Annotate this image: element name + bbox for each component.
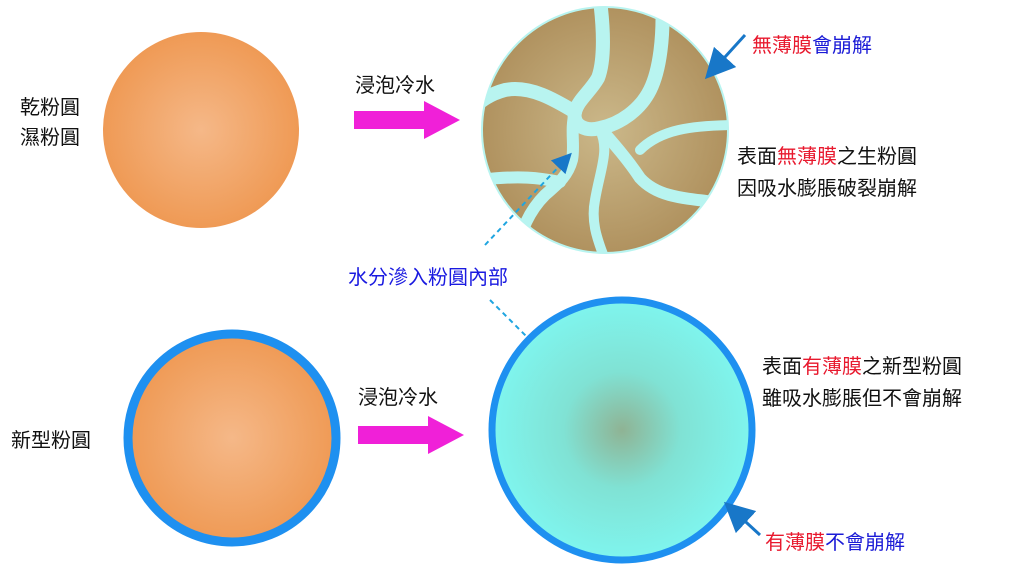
no-film-text: 無薄膜 bbox=[752, 33, 812, 57]
soak-label-top: 浸泡冷水 bbox=[355, 73, 435, 97]
dry-wet-ball-label: 乾粉圓 濕粉圓 bbox=[20, 92, 80, 152]
new-ball-label: 新型粉圓 bbox=[11, 428, 91, 452]
soak-arrow-bottom bbox=[358, 416, 464, 454]
film-callout: 有薄膜不會崩解 bbox=[765, 527, 905, 557]
collapsed-description: 表面無薄膜之生粉圓 因吸水膨脹破裂崩解 bbox=[737, 144, 917, 200]
callout-arrow-bottom bbox=[723, 501, 762, 537]
callout-arrow-top bbox=[704, 33, 747, 80]
soak-label-bottom: 浸泡冷水 bbox=[358, 385, 438, 409]
collapsed-ball bbox=[481, 6, 729, 254]
has-film-text: 有薄膜 bbox=[765, 530, 825, 554]
no-collapse-text: 不會崩解 bbox=[825, 530, 905, 554]
swollen-ball bbox=[488, 296, 756, 564]
no-film-callout: 無薄膜會崩解 bbox=[752, 30, 872, 60]
intact-description: 表面有薄膜之新型粉圓 雖吸水膨脹但不會崩解 bbox=[762, 354, 962, 410]
soak-arrow-top bbox=[354, 101, 460, 139]
dry-tapioca-ball bbox=[103, 32, 299, 228]
new-tapioca-ball bbox=[123, 329, 341, 547]
water-penetration-label: 水分滲入粉圓內部 bbox=[348, 265, 508, 289]
dry-ball-label: 乾粉圓 bbox=[20, 95, 80, 119]
wet-ball-label: 濕粉圓 bbox=[20, 125, 80, 149]
collapse-text: 會崩解 bbox=[812, 33, 872, 57]
